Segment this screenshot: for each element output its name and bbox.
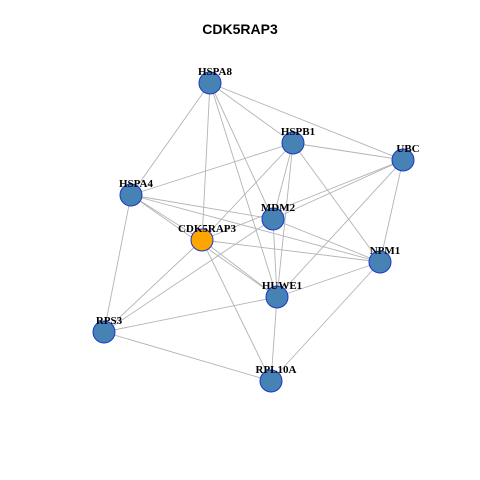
node-hspa4	[119, 183, 143, 207]
edge-hspa8-mdm2	[209, 82, 274, 220]
edge-hspb1-hspa4	[130, 142, 294, 196]
node-label-cdk5rap3: CDK5RAP3	[178, 223, 237, 235]
edge-hspb1-cdk5rap3	[201, 142, 294, 241]
edge-cdk5rap3-huwe1	[201, 239, 278, 298]
edge-hspa4-mdm2	[130, 194, 274, 220]
node-label-rps3: RPS3	[96, 315, 123, 327]
node-layer	[92, 71, 415, 393]
node-ubc	[391, 148, 415, 172]
edge-hspb1-huwe1	[276, 142, 294, 298]
node-label-hspa8: HSPA8	[198, 66, 233, 78]
node-label-rpl10a: RPL10A	[256, 364, 297, 376]
node-hspa8	[198, 71, 222, 95]
edge-cdk5rap3-rps3	[103, 239, 203, 333]
edge-layer	[103, 82, 404, 382]
node-label-mdm2: MDM2	[261, 202, 296, 214]
edge-hspa4-npm1	[130, 194, 381, 263]
edge-hspa8-hspb1	[209, 82, 294, 144]
node-cdk5rap3	[190, 228, 214, 252]
edge-hspa8-ubc	[209, 82, 404, 161]
chart-title: CDK5RAP3	[202, 21, 278, 37]
edge-hspb1-npm1	[292, 142, 381, 263]
edge-hspa4-cdk5rap3	[130, 194, 203, 241]
node-label-huwe1: HUWE1	[262, 280, 302, 292]
edge-hspb1-mdm2	[272, 142, 294, 220]
node-label-ubc: UBC	[396, 143, 419, 155]
edge-npm1-huwe1	[276, 261, 381, 298]
edge-ubc-npm1	[379, 159, 404, 263]
edge-mdm2-rps3	[103, 218, 274, 333]
node-rps3	[92, 320, 116, 344]
edge-huwe1-rps3	[103, 296, 278, 333]
edge-hspa8-cdk5rap3	[201, 82, 211, 241]
node-rpl10a	[259, 369, 283, 393]
node-huwe1	[265, 285, 289, 309]
edge-hspa8-huwe1	[209, 82, 278, 298]
node-label-hspb1: HSPB1	[281, 126, 315, 138]
edge-hspb1-ubc	[292, 142, 404, 161]
edge-hspa8-hspa4	[130, 82, 211, 196]
node-label-hspa4: HSPA4	[119, 178, 154, 190]
edge-npm1-rpl10a	[270, 261, 381, 382]
node-mdm2	[261, 207, 285, 231]
edge-ubc-cdk5rap3	[201, 159, 404, 241]
node-label-npm1: NPM1	[370, 245, 401, 257]
edge-huwe1-rpl10a	[270, 296, 278, 382]
edge-hspa4-rps3	[103, 194, 132, 333]
edge-mdm2-npm1	[272, 218, 381, 263]
edge-mdm2-huwe1	[272, 218, 278, 298]
edge-ubc-huwe1	[276, 159, 404, 298]
edge-cdk5rap3-rpl10a	[201, 239, 272, 382]
node-hspb1	[281, 131, 305, 155]
node-npm1	[368, 250, 392, 274]
edge-rps3-rpl10a	[103, 331, 272, 382]
edge-cdk5rap3-npm1	[201, 239, 381, 263]
edge-ubc-mdm2	[272, 159, 404, 220]
